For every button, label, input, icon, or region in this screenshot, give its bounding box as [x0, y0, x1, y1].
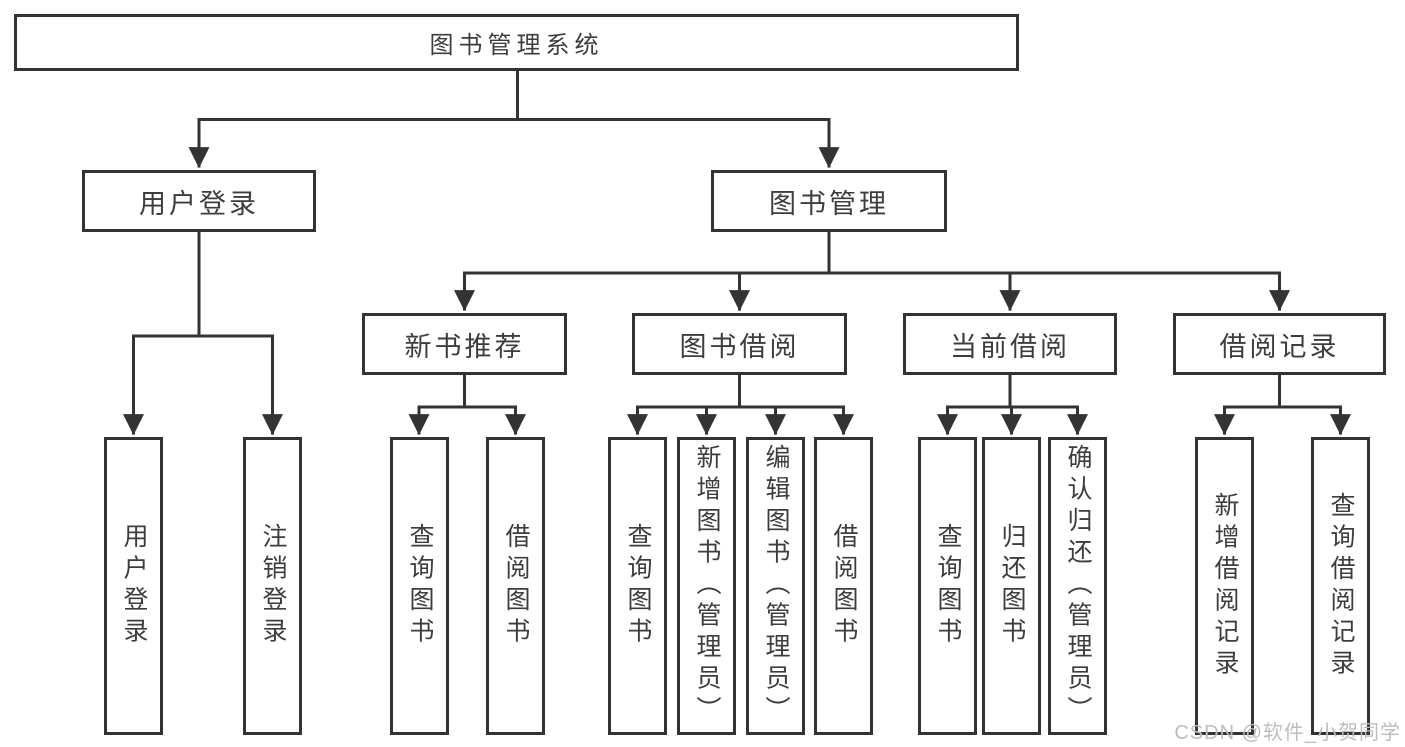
node-root: 图书管理系统 [14, 14, 1019, 71]
leaf-add-books-admin-label: 新增图书（管理员） [693, 444, 721, 728]
leaf-return-books: 归还图书 [982, 437, 1041, 735]
leaf-logout: 注销登录 [243, 437, 302, 735]
leaf-query-books-recommend: 查询图书 [390, 437, 449, 735]
node-user-login: 用户登录 [82, 170, 316, 232]
node-book-management: 图书管理 [711, 170, 947, 232]
leaf-logout-label: 注销登录 [259, 523, 287, 649]
leaf-edit-books-admin: 编辑图书（管理员） [746, 437, 805, 735]
node-current-borrowing-label: 当前借阅 [950, 331, 1070, 362]
leaf-query-books-borrowing-label: 查询图书 [624, 523, 652, 649]
leaf-borrow-books-label: 借阅图书 [830, 523, 858, 649]
node-borrowing-records-label: 借阅记录 [1219, 331, 1340, 362]
node-new-book-recommend-label: 新书推荐 [404, 331, 525, 362]
leaf-add-books-admin: 新增图书（管理员） [677, 437, 736, 735]
node-book-borrowing: 图书借阅 [632, 313, 847, 375]
node-borrowing-records: 借阅记录 [1173, 313, 1386, 375]
leaf-add-borrow-record-label: 新增借阅记录 [1211, 491, 1239, 681]
leaf-query-borrow-record-label: 查询借阅记录 [1327, 491, 1355, 681]
leaf-user-login: 用户登录 [104, 437, 163, 735]
node-new-book-recommend: 新书推荐 [362, 313, 567, 375]
csdn-watermark: CSDN @软件_小贺同学 [1174, 722, 1401, 744]
leaf-borrow-books-recommend-label: 借阅图书 [502, 523, 530, 649]
node-root-label: 图书管理系统 [429, 32, 604, 59]
leaf-borrow-books: 借阅图书 [814, 437, 873, 735]
node-book-management-label: 图书管理 [769, 188, 889, 219]
leaf-add-borrow-record: 新增借阅记录 [1195, 437, 1254, 735]
leaf-borrow-books-recommend: 借阅图书 [486, 437, 545, 735]
node-user-login-label: 用户登录 [139, 188, 259, 219]
leaf-query-books-current: 查询图书 [918, 437, 977, 735]
node-current-borrowing: 当前借阅 [903, 313, 1117, 375]
node-book-borrowing-label: 图书借阅 [679, 331, 800, 362]
leaf-query-books-borrowing: 查询图书 [608, 437, 667, 735]
leaf-user-login-label: 用户登录 [120, 523, 148, 649]
leaf-return-books-label: 归还图书 [998, 523, 1026, 649]
leaf-confirm-return-admin-label: 确认归还（管理员） [1064, 444, 1092, 728]
leaf-edit-books-admin-label: 编辑图书（管理员） [762, 444, 790, 728]
leaf-query-books-current-label: 查询图书 [934, 523, 962, 649]
leaf-query-borrow-record: 查询借阅记录 [1311, 437, 1370, 735]
leaf-confirm-return-admin: 确认归还（管理员） [1048, 437, 1107, 735]
leaf-query-books-recommend-label: 查询图书 [406, 523, 434, 649]
